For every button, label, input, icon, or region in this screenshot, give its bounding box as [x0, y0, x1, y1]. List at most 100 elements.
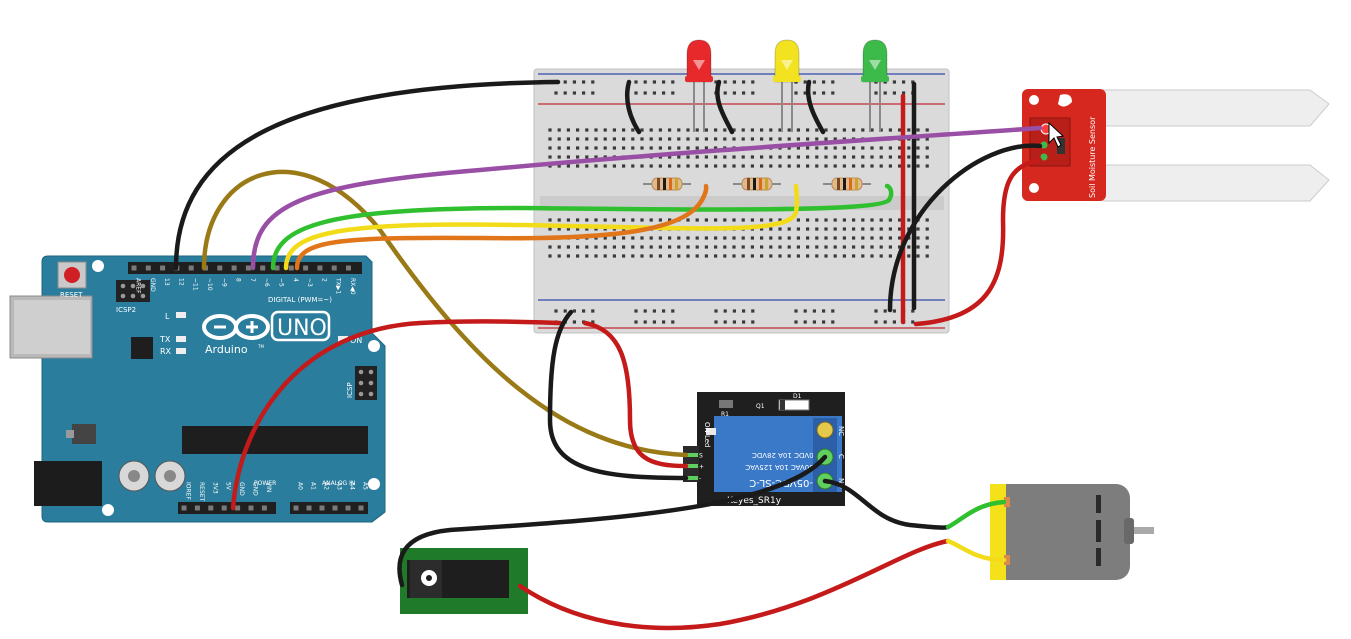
breadboard-hole	[741, 137, 745, 141]
breadboard-hole	[815, 245, 819, 249]
breadboard-hole	[677, 146, 681, 150]
breadboard-hole	[640, 146, 644, 150]
breadboard-hole	[576, 164, 580, 168]
pin-label: 2	[320, 278, 327, 282]
breadboard-hole	[649, 254, 653, 258]
breadboard-hole	[668, 254, 672, 258]
header-pin	[345, 505, 351, 511]
icsp2-header	[116, 280, 150, 302]
breadboard-hole	[594, 164, 598, 168]
breadboard-hole	[594, 155, 598, 159]
breadboard-hole	[557, 227, 561, 231]
breadboard-hole	[668, 245, 672, 249]
header-pin	[306, 505, 312, 511]
breadboard-hole	[741, 218, 745, 222]
breadboard-hole	[741, 254, 745, 258]
breadboard-hole	[658, 164, 662, 168]
motor-vents	[1096, 495, 1101, 566]
breadboard-rail-hole	[892, 91, 896, 95]
breadboard-hole	[870, 128, 874, 132]
breadboard-hole	[548, 137, 552, 141]
breadboard-rail-hole	[892, 309, 896, 313]
breadboard-hole	[870, 218, 874, 222]
breadboard-hole	[842, 254, 846, 258]
breadboard-hole	[714, 245, 718, 249]
breadboard-hole	[714, 254, 718, 258]
breadboard-hole	[769, 218, 773, 222]
breadboard-hole	[612, 236, 616, 240]
breadboard-rail-hole	[902, 91, 906, 95]
breadboard-hole	[806, 128, 810, 132]
breadboard-rail-hole	[831, 309, 835, 313]
breadboard-hole	[833, 146, 837, 150]
pin-label: A3	[336, 482, 343, 490]
breadboard-hole	[668, 164, 672, 168]
breadboard-hole	[815, 128, 819, 132]
breadboard-rail-hole	[803, 91, 807, 95]
breadboard-hole	[548, 218, 552, 222]
pin-label: A4	[349, 482, 356, 490]
breadboard-rail-hole	[742, 320, 746, 324]
cursor-icon	[1048, 121, 1065, 148]
breadboard-hole	[557, 155, 561, 159]
breadboard-hole	[925, 137, 929, 141]
breadboard-hole	[732, 128, 736, 132]
breadboard-hole	[622, 218, 626, 222]
breadboard-hole	[806, 254, 810, 258]
breadboard-hole	[741, 164, 745, 168]
breadboard-hole	[548, 245, 552, 249]
breadboard-hole	[778, 254, 782, 258]
header-pin	[332, 505, 338, 511]
breadboard-rail-hole	[554, 309, 558, 313]
breadboard-rail-hole	[831, 80, 835, 84]
header-pin	[261, 505, 267, 511]
breadboard-rail-hole	[643, 91, 647, 95]
breadboard-hole	[658, 254, 662, 258]
breadboard-hole	[861, 236, 865, 240]
breadboard-hole	[603, 227, 607, 231]
l-led	[176, 312, 186, 318]
breadboard-hole	[842, 218, 846, 222]
breadboard-hole	[833, 218, 837, 222]
breadboard-hole	[714, 218, 718, 222]
wire-breadboard-to-relay-vcc	[582, 320, 689, 469]
breadboard-rail-hole	[652, 80, 656, 84]
breadboard-hole	[585, 146, 589, 150]
breadboard-hole	[631, 236, 635, 240]
breadboard-hole	[824, 146, 828, 150]
breadboard-rail-hole	[634, 91, 638, 95]
breadboard-hole	[842, 146, 846, 150]
breadboard-hole	[631, 164, 635, 168]
breadboard-hole	[898, 155, 902, 159]
pin-label: 12	[177, 278, 184, 286]
header-pin	[217, 265, 223, 271]
breadboard-hole	[714, 164, 718, 168]
breadboard-hole	[631, 218, 635, 222]
breadboard-hole	[723, 137, 727, 141]
wire-breadboard-to-relay-gnd	[547, 309, 689, 481]
led-row	[685, 39, 889, 132]
breadboard-hole	[576, 146, 580, 150]
pin-label: A2	[323, 482, 330, 490]
breadboard-hole	[732, 155, 736, 159]
breadboard-hole	[787, 254, 791, 258]
regulator-tab	[66, 430, 74, 438]
breadboard-hole	[649, 236, 653, 240]
breadboard-hole	[925, 155, 929, 159]
breadboard-hole	[861, 254, 865, 258]
relay-pin-label: +	[699, 464, 704, 471]
breadboard-hole	[723, 245, 727, 249]
breadboard-hole	[842, 245, 846, 249]
breadboard-hole	[677, 137, 681, 141]
breadboard-hole	[649, 164, 653, 168]
breadboard-hole	[778, 218, 782, 222]
breadboard-rail-hole	[911, 309, 915, 313]
breadboard-hole	[760, 254, 764, 258]
breadboard-hole	[861, 155, 865, 159]
breadboard-hole	[603, 146, 607, 150]
pin-label: ~11	[192, 278, 199, 291]
breadboard-hole	[852, 236, 856, 240]
breadboard-hole	[806, 146, 810, 150]
breadboard-hole	[750, 155, 754, 159]
